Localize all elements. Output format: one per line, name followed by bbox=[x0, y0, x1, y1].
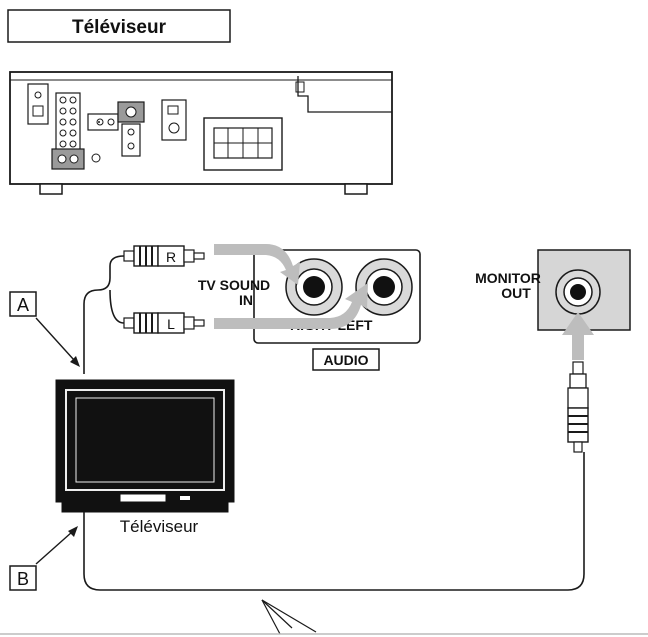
connection-arrows bbox=[214, 244, 594, 360]
title-box bbox=[7, 9, 231, 43]
arrow-left-plug bbox=[214, 283, 368, 329]
cable-a-left bbox=[109, 289, 125, 324]
audio-group-box bbox=[312, 348, 380, 371]
label-b: B bbox=[17, 569, 29, 589]
rca-plug-left: L bbox=[123, 312, 205, 334]
label-a-box bbox=[9, 291, 37, 317]
rca-plug-monitor bbox=[567, 361, 589, 453]
receiver-rear-panel bbox=[9, 71, 393, 195]
tv-caption: Téléviseur bbox=[120, 517, 199, 536]
television bbox=[55, 379, 235, 513]
tv-sound-in-label: TV SOUND bbox=[198, 277, 270, 293]
label-a: A bbox=[17, 295, 29, 315]
cable-a-right bbox=[83, 255, 125, 374]
label-b-box bbox=[9, 565, 37, 591]
audio-input-panel: RIGHT LEFT AUDIO bbox=[253, 249, 421, 371]
cable-b bbox=[83, 452, 585, 591]
arrow-monitor-plug bbox=[562, 312, 594, 360]
monitor-out-label-line2: OUT bbox=[501, 285, 531, 301]
page-title: Téléviseur bbox=[72, 17, 167, 38]
plug-right-label: R bbox=[166, 249, 176, 265]
monitor-out-label: MONITOR bbox=[475, 270, 541, 286]
plug-left-label: L bbox=[167, 316, 175, 332]
tv-sound-in-label-line2: IN bbox=[239, 292, 253, 308]
arrow-right-plug bbox=[214, 244, 300, 285]
monitor-out-panel bbox=[537, 249, 631, 331]
audio-group-label: AUDIO bbox=[323, 352, 368, 368]
rca-plug-right: R bbox=[123, 245, 205, 267]
